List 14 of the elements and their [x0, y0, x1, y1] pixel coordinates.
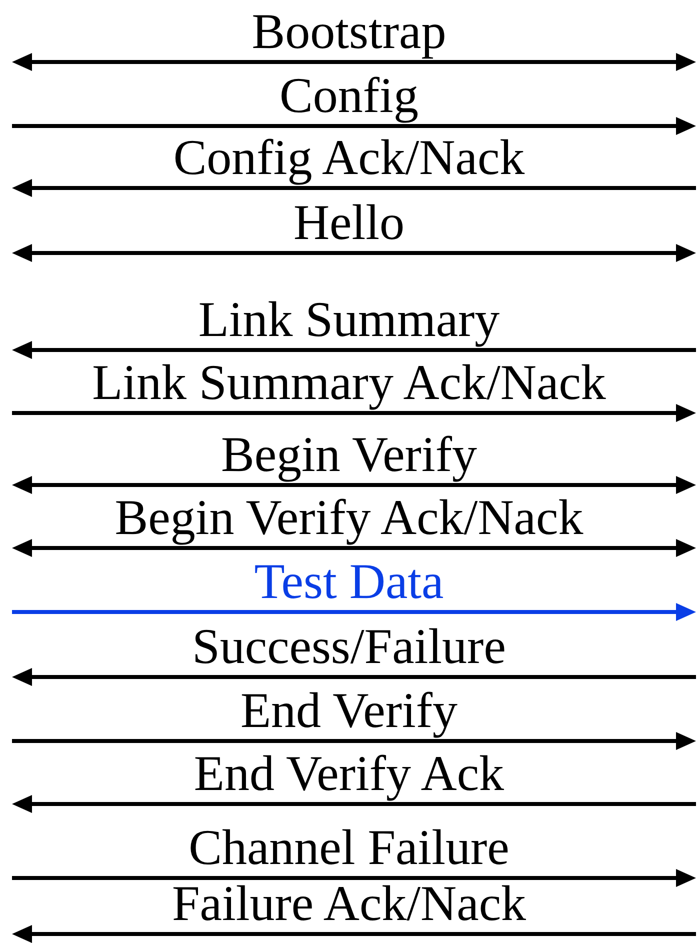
message-label: Config [280, 68, 418, 122]
message-label: End Verify [240, 683, 458, 737]
message-label: Begin Verify [221, 427, 477, 481]
message-label: Success/Failure [192, 619, 506, 673]
message-label: Link Summary [198, 292, 500, 346]
message-label: Channel Failure [188, 820, 510, 874]
message-label: Link Summary Ack/Nack [92, 355, 606, 409]
message-label: Failure Ack/Nack [172, 876, 526, 930]
message-label: Begin Verify Ack/Nack [114, 490, 584, 544]
message-label: End Verify Ack [194, 746, 504, 800]
message-label: Test Data [254, 554, 444, 608]
message-label: Bootstrap [252, 4, 446, 58]
message-label: Config Ack/Nack [173, 130, 525, 184]
message-label: Hello [293, 195, 405, 249]
